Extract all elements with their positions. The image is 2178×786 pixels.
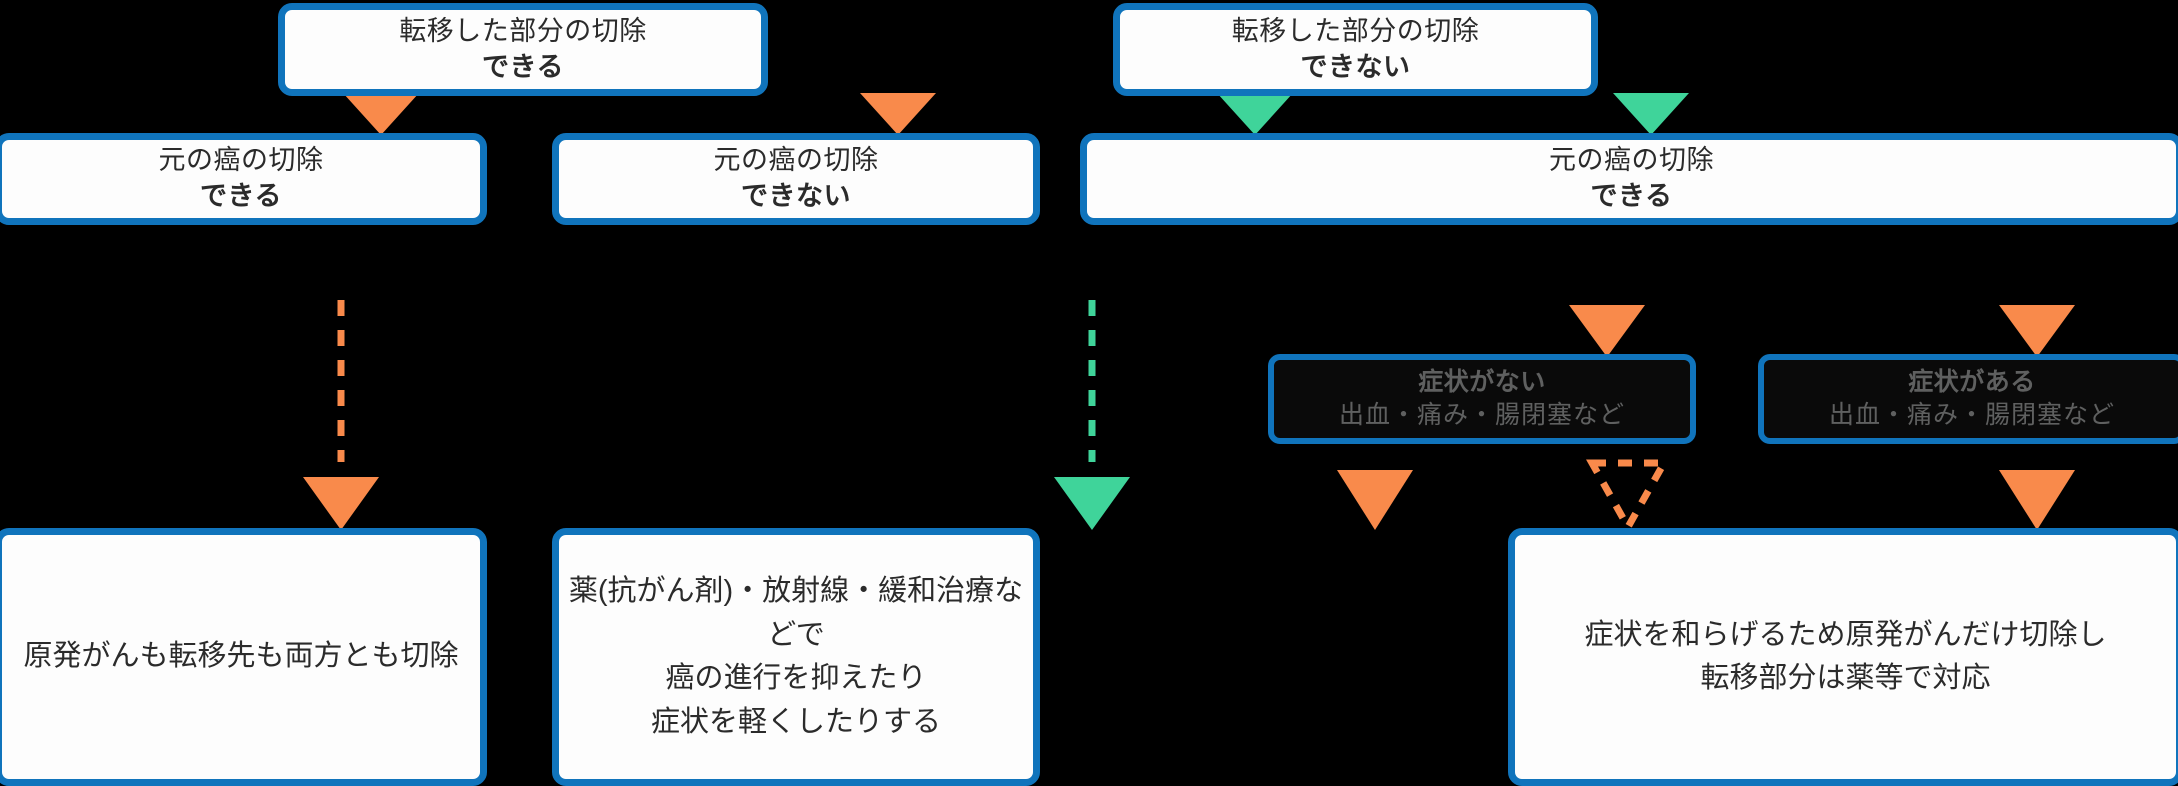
arrow-a2: [860, 93, 936, 135]
arrow-a4: [1613, 93, 1689, 135]
node-met-resect-yes[interactable]: 転移した部分の切除 できる: [278, 3, 768, 96]
arrow-a6-head: [1054, 477, 1130, 530]
node-line1: 転移した部分の切除: [1231, 15, 1480, 46]
result-line: 転移部分は薬等で対応: [1700, 662, 1991, 694]
result-line: 症状を軽くしたりする: [650, 705, 941, 738]
node-palliative-primary-resection[interactable]: 症状を和らげるため原発がんだけ切除し 転移部分は薬等で対応: [1508, 528, 2178, 786]
result-line: 症状を和らげるため原発がんだけ切除し: [1584, 618, 2107, 651]
arrow-a8: [1999, 305, 2075, 357]
node-no-symptoms[interactable]: 症状がない 出血・痛み・腸閉塞など: [1268, 354, 1696, 444]
node-resect-both[interactable]: 原発がんも転移先も両方とも切除: [0, 528, 487, 786]
node-line2: できない: [1300, 51, 1411, 82]
result-line: 原発がんも転移先も両方とも切除: [23, 640, 459, 673]
arrow-a1: [343, 93, 419, 135]
node-line1: 元の癌の切除: [713, 145, 879, 176]
node-line1: 元の癌の切除: [1549, 145, 1714, 176]
result-line: 癌の進行を抑えたり: [665, 662, 927, 694]
node-line2: できる: [200, 181, 282, 211]
node-met-resect-no[interactable]: 転移した部分の切除 できない: [1113, 3, 1598, 96]
arrow-a7: [1569, 305, 1645, 357]
node-systemic-therapy[interactable]: 薬(抗がん剤)・放射線・緩和治療などで 癌の進行を抑えたり 症状を軽くしたりする: [552, 528, 1040, 786]
node-primary-resect-yes-left[interactable]: 元の癌の切除 できる: [0, 133, 487, 225]
node-line2: 出血・痛み・腸閉塞など: [1828, 401, 2115, 429]
node-line2: 出血・痛み・腸閉塞など: [1338, 401, 1625, 429]
node-line2: できる: [482, 51, 564, 82]
arrow-a5-head: [303, 477, 379, 530]
node-primary-resect-yes-right[interactable]: 元の癌の切除 できる: [1080, 133, 2178, 225]
node-primary-resect-no-mid[interactable]: 元の癌の切除 できない: [552, 133, 1040, 225]
node-line1: 症状がない: [1418, 368, 1546, 396]
node-has-symptoms[interactable]: 症状がある 出血・痛み・腸閉塞など: [1758, 354, 2178, 444]
result-line: 薬(抗がん剤)・放射線・緩和治療などで: [568, 575, 1024, 651]
arrow-a3: [1217, 93, 1293, 135]
arrow-a9: [1337, 470, 1413, 530]
node-line2: できない: [741, 181, 851, 211]
node-line1: 転移した部分の切除: [399, 15, 647, 46]
arrow-a10: [1586, 459, 1670, 535]
arrow-a11: [1999, 470, 2075, 530]
node-line1: 症状がある: [1908, 368, 2036, 396]
node-line1: 元の癌の切除: [158, 145, 324, 176]
node-line2: できる: [1590, 181, 1673, 211]
